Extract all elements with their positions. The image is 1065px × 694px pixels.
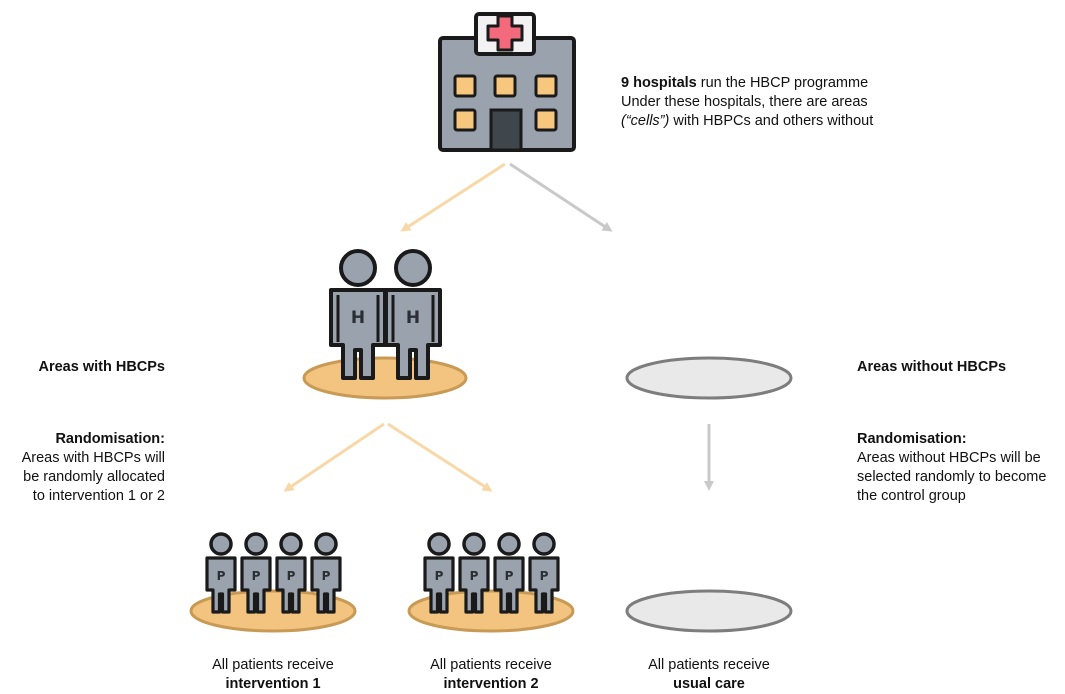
patient-letter: P [252, 569, 261, 583]
hbcp-worker-figure: H [329, 249, 387, 380]
patient-figure: P [423, 532, 455, 614]
intervention-2-platform [407, 589, 575, 633]
hbcp-letter: H [351, 308, 365, 328]
left-randomisation: Randomisation: Areas with HBCPs will be … [21, 431, 165, 504]
patient-figure: P [205, 532, 237, 614]
patient-letter: P [470, 569, 479, 583]
patient-letter: P [435, 569, 444, 583]
patient-letter: P [217, 569, 226, 583]
patient-figure: P [458, 532, 490, 614]
patient-letter: P [322, 569, 331, 583]
outcome-usual-care: All patients receive usual care [648, 657, 770, 692]
intervention-1-platform [189, 589, 357, 633]
hbcp-letter: H [406, 308, 420, 328]
non-hbcp-area-platform [625, 356, 793, 400]
patient-figure: P [493, 532, 525, 614]
left-heading: Areas with HBCPs [38, 359, 165, 375]
patient-figure: P [310, 532, 342, 614]
arrow-to-non-hbcp-areas [509, 162, 613, 232]
hospital-count: 9 hospitals [621, 75, 697, 91]
outcome-intervention-2: All patients receive intervention 2 [430, 657, 552, 692]
outcome-intervention-1: All patients receive intervention 1 [212, 657, 334, 692]
arrow-to-hbcp-areas [400, 162, 506, 232]
arrow-to-intervention-1 [283, 422, 385, 492]
usual-care-platform [625, 589, 793, 633]
patient-letter: P [505, 569, 514, 583]
patient-letter: P [287, 569, 296, 583]
patient-figure: P [275, 532, 307, 614]
patient-figure: P [240, 532, 272, 614]
hospital-icon [438, 12, 576, 152]
hbcp-area-platform [302, 356, 468, 400]
hbcp-worker-figure: H [384, 249, 442, 380]
right-heading: Areas without HBCPs [857, 359, 1007, 375]
patient-letter: P [540, 569, 549, 583]
right-randomisation: Randomisation: Areas without HBCPs will … [857, 431, 1047, 504]
patient-figure: P [528, 532, 560, 614]
hospital-description: 9 hospitals run the HBCP programme Under… [621, 75, 874, 129]
arrow-to-intervention-2 [387, 422, 493, 492]
